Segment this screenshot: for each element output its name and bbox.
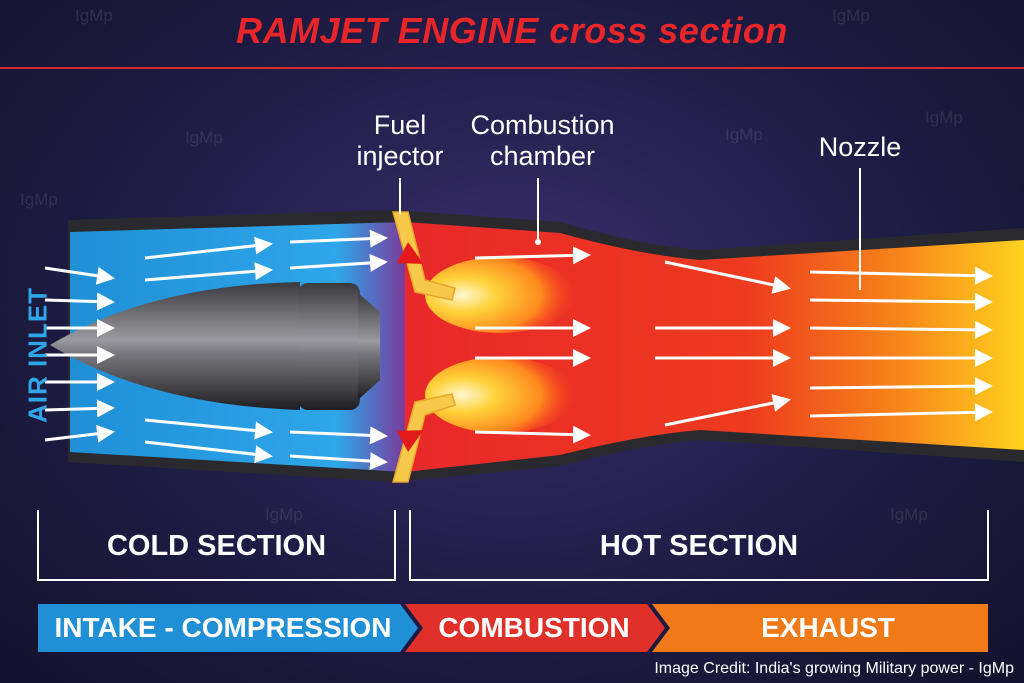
combustion-chamber-label-line1: Combustion <box>470 110 615 140</box>
watermark: IgMp <box>75 6 113 25</box>
watermark: IgMp <box>725 125 763 144</box>
watermark: IgMp <box>925 108 963 127</box>
fuel-arrow <box>396 430 424 452</box>
watermark: IgMp <box>832 6 870 25</box>
title-underline <box>0 67 1024 69</box>
flame-bottom <box>425 357 575 433</box>
fuel-injector-label-line1: Fuel <box>373 110 427 140</box>
watermark: IgMp <box>20 190 58 209</box>
stage-intake-label: INTAKE - COMPRESSION <box>54 612 392 643</box>
combustion-chamber-label: Combustion chamber <box>450 110 635 172</box>
stage-exhaust-label: EXHAUST <box>761 612 895 643</box>
fuel-injector-bottom <box>392 393 456 483</box>
stage-exhaust-bar <box>652 604 988 652</box>
watermark: IgMp <box>185 128 223 147</box>
airflow-arrows-cold <box>44 229 388 471</box>
stage-combustion-bar <box>405 604 665 652</box>
watermark: IgMp <box>265 505 303 524</box>
nozzle-label: Nozzle <box>818 132 902 162</box>
inlet-cone <box>50 282 380 410</box>
diagram-title: RAMJET ENGINE cross section <box>236 10 788 51</box>
hot-section-label: HOT SECTION <box>599 530 799 562</box>
watermark: IgMp <box>890 505 928 524</box>
airflow-arrows-hot <box>474 246 993 444</box>
image-credit: Image Credit: India's growing Military p… <box>654 660 1014 677</box>
fuel-injector-top <box>392 211 456 301</box>
stage-intake-bar <box>38 604 418 652</box>
cold-section-label: COLD SECTION <box>106 530 327 562</box>
fuel-injector-label: Fuel injector <box>345 110 455 172</box>
cold-section-bracket <box>37 510 396 581</box>
combustion-chamber-label-line2: chamber <box>489 141 596 171</box>
hot-section-bracket <box>409 510 989 581</box>
fuel-injector-label-line2: injector <box>356 141 444 171</box>
flame-top <box>425 257 575 333</box>
air-inlet-label: AIR INLET <box>22 286 53 424</box>
stage-combustion-label: COMBUSTION <box>438 612 630 643</box>
fuel-arrow <box>396 242 424 264</box>
